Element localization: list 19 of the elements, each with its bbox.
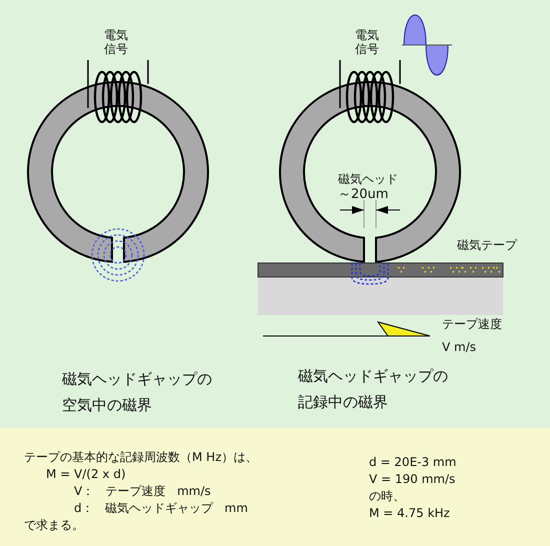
caption: 磁気ヘッドギャップの空気中の磁界 — [62, 369, 213, 416]
note-panel — [0, 428, 550, 546]
speed-label: V m/s — [442, 340, 476, 354]
speed-label: テープ速度 — [442, 317, 502, 332]
note-text: で求まる。 — [24, 518, 84, 532]
note-text: テープの基本的な記録周波数（M Hz）は、 — [24, 450, 258, 464]
note-text: V： テープ速度 mm/s — [74, 484, 211, 498]
signal-label: 電気信号 — [355, 28, 380, 57]
note-text: M = V/(2 x d) — [46, 467, 126, 482]
note-text: M = 4.75 kHz — [369, 506, 450, 520]
note-text: V = 190 mm/s — [369, 472, 456, 486]
gap-label: 磁気ヘッド — [338, 172, 398, 186]
tape-label: 磁気テープ — [457, 238, 517, 252]
note-text: d = 20E-3 mm — [369, 455, 456, 470]
note-text: の時、 — [369, 489, 405, 504]
gap-width-label: ～20um — [338, 187, 388, 203]
signal-label: 電気信号 — [104, 28, 129, 57]
caption: 磁気ヘッドギャップの記録中の磁界 — [298, 366, 449, 414]
note-text: d： 磁気ヘッドギャップ mm — [74, 501, 248, 516]
